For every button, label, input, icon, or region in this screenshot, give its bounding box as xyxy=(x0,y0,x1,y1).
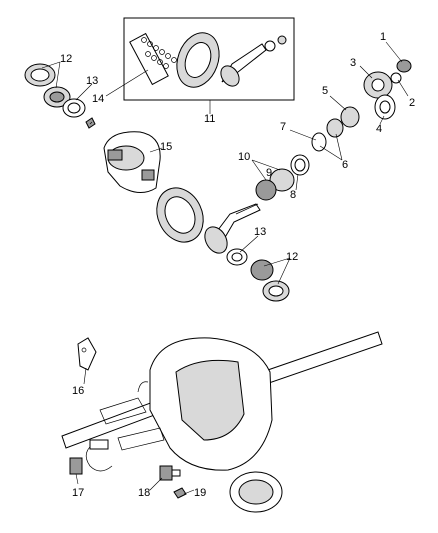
nut-1 xyxy=(396,59,412,73)
callout-labels: 1 2 3 4 5 6 7 8 9 10 11 12 12 13 13 14 1… xyxy=(60,31,415,499)
bearing-cone-9 xyxy=(255,179,277,201)
ring-gear xyxy=(156,187,204,243)
callout-3: 3 xyxy=(350,57,356,69)
callout-19: 19 xyxy=(194,487,206,499)
pinion-bearing-stack xyxy=(255,59,412,201)
callout-18: 18 xyxy=(138,487,150,499)
bearing-cone-lower xyxy=(250,259,274,281)
callout-7: 7 xyxy=(280,121,286,133)
lower-bearing-group xyxy=(226,248,290,302)
callout-14: 14 xyxy=(92,93,104,105)
callout-12-upper: 12 xyxy=(60,53,72,65)
drive-pinion xyxy=(204,203,261,254)
sensor-17 xyxy=(69,439,109,475)
bearing-cup-6 xyxy=(326,118,344,138)
callout-5: 5 xyxy=(322,85,328,97)
axle-housing xyxy=(61,331,383,513)
callout-10: 10 xyxy=(238,151,250,163)
shim-pack xyxy=(129,32,177,86)
bolt-19 xyxy=(173,487,187,499)
ring-gear-kit xyxy=(176,32,220,88)
bearing-cup-10 xyxy=(269,168,295,192)
callout-13-lower: 13 xyxy=(254,226,266,238)
callout-4: 4 xyxy=(376,123,382,135)
left-bearing-group xyxy=(24,63,96,129)
washer-2 xyxy=(390,72,402,84)
callout-17: 17 xyxy=(72,487,84,499)
bearing-5 xyxy=(340,106,360,128)
spacer-7 xyxy=(311,132,327,152)
bracket-16 xyxy=(77,337,97,371)
differential-case xyxy=(103,131,161,193)
callout-11: 11 xyxy=(204,113,215,125)
callout-6: 6 xyxy=(342,159,348,171)
leader-lines xyxy=(41,41,409,495)
callout-9: 9 xyxy=(266,167,272,179)
callout-1: 1 xyxy=(380,31,386,43)
bolt-14 xyxy=(85,117,96,129)
callout-15: 15 xyxy=(160,141,172,153)
pinion-gear-kit xyxy=(220,35,287,87)
callout-16: 16 xyxy=(72,385,84,397)
callout-13-upper: 13 xyxy=(86,75,98,87)
callout-12-lower: 12 xyxy=(286,251,298,263)
sensor-18 xyxy=(159,465,181,481)
gear-kit-box xyxy=(123,17,295,101)
callout-2: 2 xyxy=(409,97,415,109)
callout-8: 8 xyxy=(290,189,296,201)
